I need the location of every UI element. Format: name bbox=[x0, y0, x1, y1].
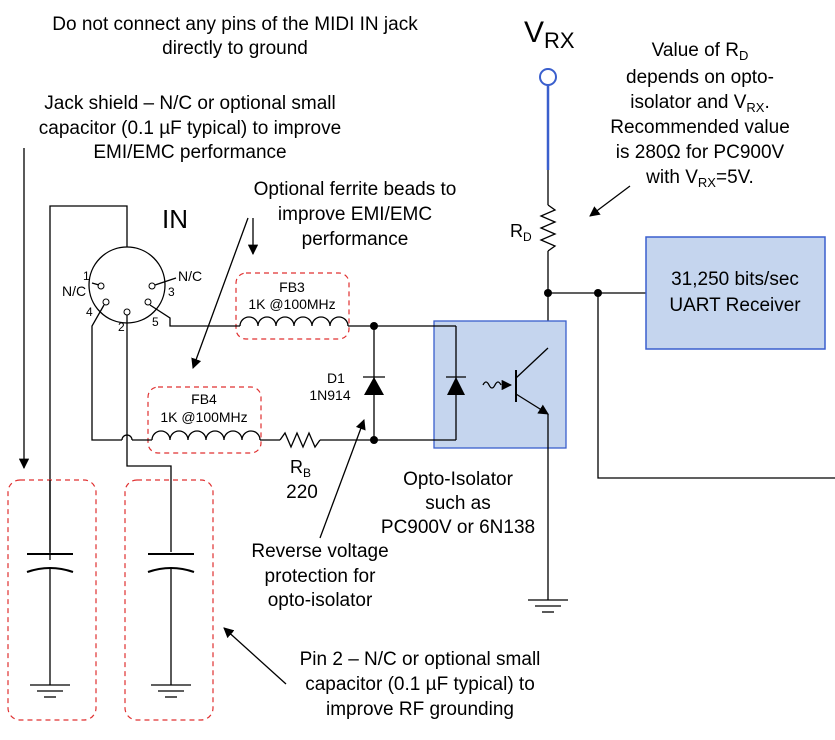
pin-1-label: 1 bbox=[83, 269, 90, 283]
jack-shield-line-2: capacitor (0.1 µF typical) to improve bbox=[39, 118, 341, 139]
nc-right-label: N/C bbox=[178, 268, 202, 284]
pin-2-wire bbox=[126, 315, 172, 552]
ground-symbol-opto bbox=[528, 599, 568, 613]
transistor-collector bbox=[515, 347, 549, 379]
pin2-line-1: Pin 2 – N/C or optional small bbox=[300, 649, 541, 670]
pin2-line-2: capacitor (0.1 µF typical) to bbox=[305, 674, 535, 695]
diode-d1 bbox=[364, 377, 384, 395]
opto-led bbox=[447, 377, 465, 395]
jack-pin-2 bbox=[123, 308, 131, 316]
vrx-label: VRX bbox=[524, 16, 575, 53]
pin-3-label: 3 bbox=[168, 285, 175, 299]
rd-note-line-3: isolator and VRX. bbox=[630, 92, 770, 115]
pin-2-label: 2 bbox=[118, 320, 125, 334]
fb3-dashed-box bbox=[235, 272, 350, 340]
jack-shield-line-3: EMI/EMC performance bbox=[93, 142, 286, 163]
pin-4-wire bbox=[91, 304, 122, 441]
jack-pin-5 bbox=[144, 298, 152, 306]
pin-4-label: 4 bbox=[86, 305, 93, 319]
rd-note-line-1: Value of RD bbox=[652, 40, 749, 63]
pin2-arrow bbox=[223, 627, 287, 685]
fb3-inductor bbox=[239, 316, 349, 327]
d1-label: D1 bbox=[327, 370, 345, 386]
ground-symbol-pin2 bbox=[151, 684, 191, 698]
rd-note-line-5: is 280Ω for PC900V bbox=[616, 142, 785, 163]
fb4-value: 1K @100MHz bbox=[160, 409, 247, 425]
jack-label: IN bbox=[162, 204, 188, 234]
rd-note-line-4: Recommended value bbox=[610, 117, 790, 138]
rd-note-line-6: with VRX=5V. bbox=[645, 167, 754, 190]
uart-feedback-wire bbox=[597, 293, 835, 479]
midi-warning-note: Do not connect any pins of the MIDI IN j… bbox=[52, 14, 418, 59]
d1-part-label: 1N914 bbox=[309, 387, 350, 403]
pin2-cap-dashed-box bbox=[124, 479, 214, 721]
ferrite-line-1: Optional ferrite beads to bbox=[254, 179, 457, 200]
rb-resistor bbox=[279, 431, 321, 449]
transistor-emitter bbox=[515, 393, 549, 415]
reverse-line-1: Reverse voltage bbox=[251, 541, 388, 562]
fb3-value: 1K @100MHz bbox=[248, 296, 335, 312]
pin-3-stub bbox=[154, 277, 177, 286]
uart-receiver-block bbox=[645, 236, 826, 350]
opto-line-2: such as bbox=[425, 493, 490, 514]
midi-warning-line-1: Do not connect any pins of the MIDI IN j… bbox=[52, 14, 418, 35]
vrx-terminal bbox=[539, 68, 557, 86]
reverse-line-3: opto-isolator bbox=[268, 590, 373, 611]
reverse-arrow bbox=[319, 419, 366, 539]
jack-shield-line-1: Jack shield – N/C or optional small bbox=[44, 93, 335, 114]
opto-line-3: PC900V or 6N138 bbox=[381, 517, 535, 538]
rd-label: RD bbox=[510, 221, 532, 244]
ferrite-arrow-2 bbox=[191, 217, 249, 369]
fb4-dashed-box bbox=[147, 386, 262, 454]
light-emission-icon bbox=[482, 381, 502, 389]
uart-line-2: UART Receiver bbox=[669, 295, 801, 316]
jack-pin-4 bbox=[102, 298, 110, 306]
ferrite-note: Optional ferrite beads to improve EMI/EM… bbox=[254, 179, 457, 250]
rd-note-arrow bbox=[589, 185, 631, 217]
rd-value-note: Value of RD depends on opto- isolator an… bbox=[610, 40, 790, 190]
midi-warning-line-2: directly to ground bbox=[162, 38, 308, 59]
fb4-inductor bbox=[151, 430, 261, 441]
pin2-line-3: improve RF grounding bbox=[326, 699, 514, 720]
ferrite-line-3: performance bbox=[302, 229, 409, 250]
uart-line-1: 31,250 bits/sec bbox=[671, 269, 799, 290]
rb-label: RB bbox=[290, 457, 311, 480]
opto-line-1: Opto-Isolator bbox=[403, 469, 513, 490]
pin-5-wire bbox=[149, 304, 240, 327]
ground-symbol-shield bbox=[30, 684, 70, 698]
shield-cap-dashed-box bbox=[7, 479, 97, 721]
fb3-label: FB3 bbox=[279, 279, 305, 295]
reverse-voltage-note: Reverse voltage protection for opto-isol… bbox=[251, 541, 388, 611]
rd-note-line-2: depends on opto- bbox=[626, 67, 774, 88]
pin-5-label: 5 bbox=[152, 315, 159, 329]
nc-left-label: N/C bbox=[62, 283, 86, 299]
rd-resistor bbox=[539, 204, 557, 252]
jack-pin-3 bbox=[148, 282, 156, 290]
shield-wire bbox=[49, 205, 128, 560]
jack-shield-note: Jack shield – N/C or optional small capa… bbox=[39, 93, 341, 163]
pin2-note: Pin 2 – N/C or optional small capacitor … bbox=[300, 649, 541, 720]
fb4-label: FB4 bbox=[191, 391, 217, 407]
rb-value: 220 bbox=[286, 482, 318, 503]
reverse-line-2: protection for bbox=[265, 566, 377, 587]
ferrite-line-2: improve EMI/EMC bbox=[278, 204, 432, 225]
pin-1-stub bbox=[91, 282, 100, 286]
jack-pin-1 bbox=[97, 282, 105, 290]
